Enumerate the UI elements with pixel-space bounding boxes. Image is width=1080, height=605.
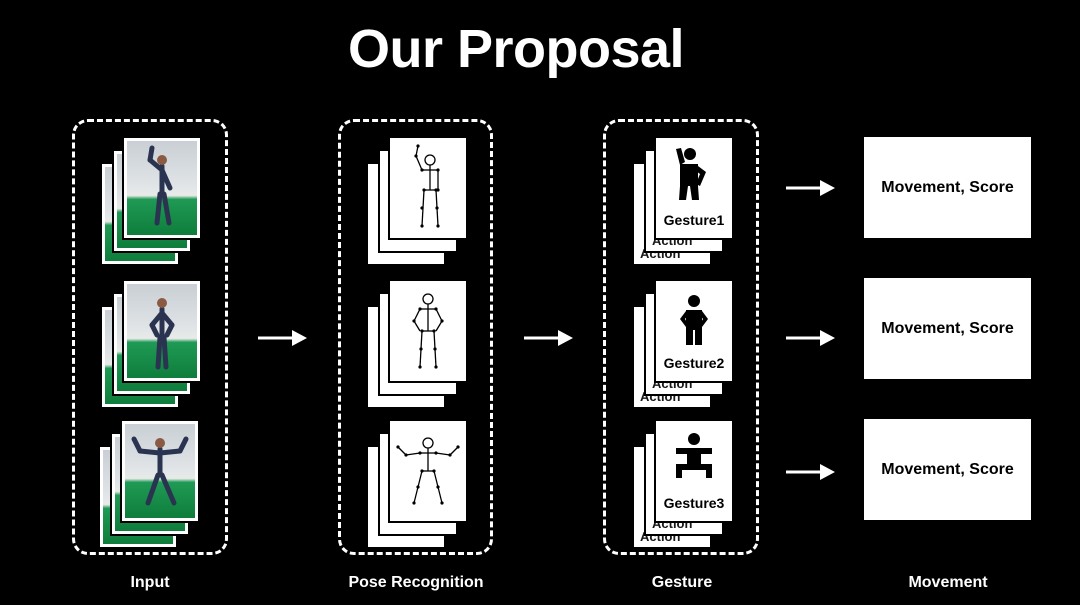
gesture-label: Gesture3 xyxy=(663,495,725,511)
pose-recognition-group xyxy=(338,119,493,555)
column-label-gesture: Gesture xyxy=(651,574,713,591)
input-group xyxy=(72,119,228,555)
gesture-label: Gesture1 xyxy=(663,212,725,228)
arrow-right-icon xyxy=(786,464,835,480)
pose-stack-2 xyxy=(366,279,476,409)
gesture-card-front: Gesture2 xyxy=(654,279,734,383)
person-photo-icon xyxy=(147,145,173,226)
person-photo-icon xyxy=(149,298,175,370)
pose-stack-3 xyxy=(366,419,476,549)
arrow-right-icon xyxy=(524,330,573,346)
movement-box-1: Movement, Score xyxy=(864,137,1031,238)
arrow-right-icon xyxy=(786,180,835,196)
person-hands-on-hips-icon xyxy=(680,295,708,345)
input-frame-front xyxy=(122,279,202,383)
input-frame-front xyxy=(122,136,202,240)
column-label-movement: Movement xyxy=(908,574,988,591)
arrow-right-icon xyxy=(258,330,307,346)
pose-card-front xyxy=(388,136,468,240)
page-title: Our Proposal xyxy=(347,19,685,79)
pose-card-front xyxy=(388,279,468,383)
person-photo-icon xyxy=(131,436,189,506)
gesture-card-front: Gesture3 xyxy=(654,419,734,523)
gesture-stack-2: Action Action Gesture2 xyxy=(632,279,742,409)
gesture-label: Gesture2 xyxy=(663,355,725,371)
input-frame-stack-2 xyxy=(100,279,210,409)
arrow-right-icon xyxy=(786,330,835,346)
input-frame-front xyxy=(120,419,200,523)
skeleton-pose-icon xyxy=(396,437,460,505)
pose-card-front xyxy=(388,419,468,523)
column-label-pose-recognition: Pose Recognition xyxy=(348,574,484,591)
input-frame-stack-1 xyxy=(100,136,210,266)
gesture-group xyxy=(603,119,759,555)
skeleton-pose-icon xyxy=(412,293,444,369)
gesture-card-front: Gesture1 xyxy=(654,136,734,240)
gesture-stack-1: Action Action Gesture1 xyxy=(632,136,742,266)
skeleton-pose-icon xyxy=(414,144,440,228)
pose-stack-1 xyxy=(366,136,476,266)
person-squat-icon xyxy=(676,433,712,478)
gesture-stack-3: Action Action Gesture3 xyxy=(632,419,742,549)
person-waving-icon xyxy=(676,148,706,200)
column-label-input: Input xyxy=(130,574,170,591)
movement-box-2: Movement, Score xyxy=(864,278,1031,379)
input-frame-stack-3 xyxy=(98,419,208,549)
movement-box-3: Movement, Score xyxy=(864,419,1031,520)
